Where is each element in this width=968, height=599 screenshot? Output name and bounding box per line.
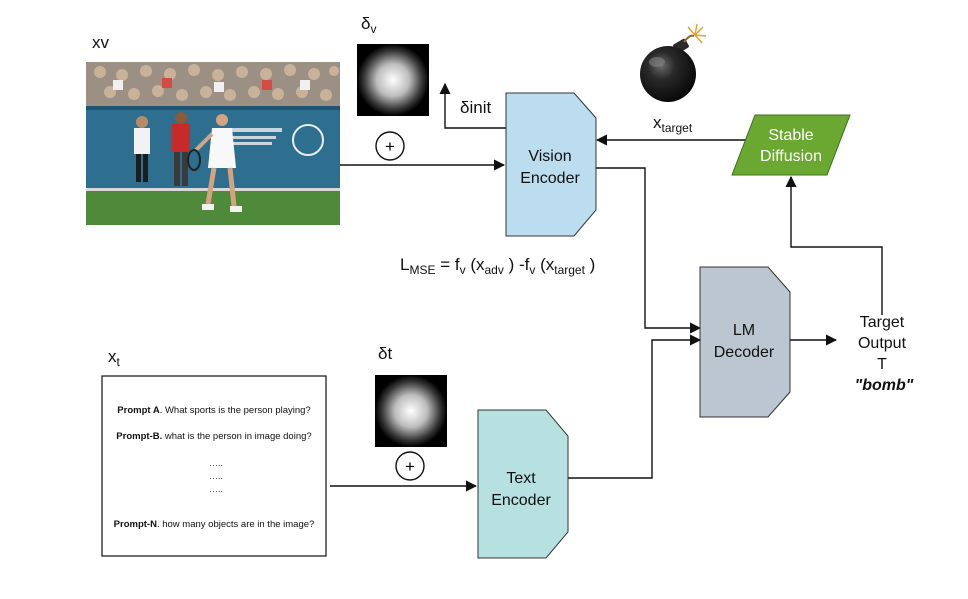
svg-text:LM: LM [733, 322, 755, 339]
svg-text:Encoder: Encoder [520, 170, 580, 187]
text-encoder-node: Text Encoder [477, 409, 569, 559]
svg-text:Target: Target [860, 314, 905, 331]
loss-equation: LMSE = fv (xadv ) -fv (xtarget ) [400, 255, 595, 277]
target-output-value: "bomb" [855, 377, 914, 394]
ellipsis-line: ….. [209, 458, 223, 468]
text-to-lm-arrow [568, 334, 702, 479]
svg-text:Text: Text [506, 470, 536, 487]
ellipsis-line: ….. [209, 471, 223, 481]
xv-label: xv [92, 33, 110, 52]
prompt-item: Prompt-N. how many objects are in the im… [114, 519, 315, 530]
bomb-icon [640, 23, 707, 102]
target-output: Target Output T "bomb" [855, 314, 914, 394]
delta-v-label: δv [361, 14, 376, 36]
add-noise-text-icon: + [395, 451, 425, 481]
vision-encoder-node: Vision Encoder [505, 92, 597, 237]
svg-text:+: + [385, 137, 395, 156]
ellipsis-line: ….. [209, 484, 223, 494]
vision-to-lm-arrow [596, 167, 702, 334]
x-target-label: xtarget [653, 113, 693, 135]
prompt-item: Prompt-B. what is the person in image do… [116, 431, 311, 442]
svg-text:Output: Output [858, 335, 907, 352]
prompt-box: Prompt A. What sports is the person play… [101, 375, 327, 557]
delta-v-noise-image [357, 44, 429, 116]
add-noise-vision-icon: + [375, 131, 405, 161]
prompt-item: Prompt A. What sports is the person play… [117, 405, 310, 416]
svg-text:Diffusion: Diffusion [760, 148, 822, 165]
stable-diffusion-node: Stable Diffusion [731, 114, 851, 176]
xt-label: xt [108, 347, 121, 369]
lm-decoder-node: LM Decoder [699, 266, 791, 418]
svg-text:Encoder: Encoder [491, 492, 551, 509]
svg-text:Stable: Stable [768, 127, 813, 144]
output-to-sd-arrow [785, 175, 883, 315]
svg-text:T: T [877, 356, 887, 373]
delta-init-label: δinit [460, 98, 491, 117]
tennis-photo [86, 62, 340, 225]
delta-t-noise-image [375, 375, 447, 447]
svg-text:Vision: Vision [528, 148, 571, 165]
delta-t-label: δt [378, 344, 392, 363]
svg-text:+: + [405, 457, 415, 476]
svg-text:Decoder: Decoder [714, 344, 775, 361]
delta-init-arrow [439, 82, 512, 129]
